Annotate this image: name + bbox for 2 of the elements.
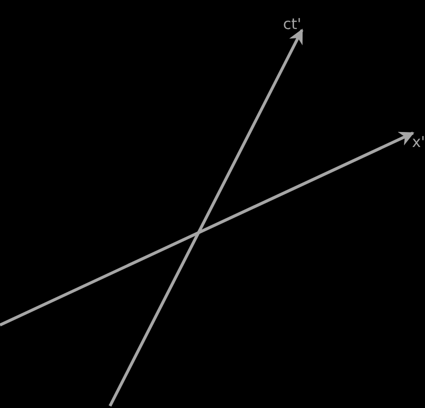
axis-label: ct' [283, 17, 302, 32]
axis-label: x' [412, 135, 425, 150]
